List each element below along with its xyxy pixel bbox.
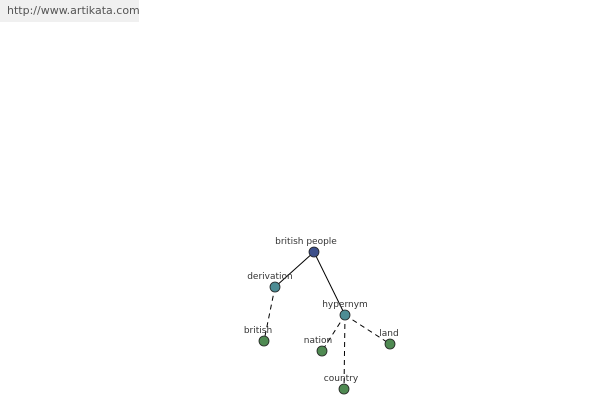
node-hypernym[interactable] [339,309,351,321]
node-label-nation: nation [304,336,332,346]
node-label-country: country [324,374,359,384]
node-root[interactable] [308,246,320,258]
node-label-derivation: derivation [247,272,293,282]
node-label-british: british [244,326,272,336]
node-derivation[interactable] [269,281,281,293]
node-country[interactable] [338,383,350,395]
graph-labels: british people derivation hypernym briti… [244,237,399,384]
node-label-hypernym: hypernym [322,300,368,310]
edge-hypernym-country [343,314,346,390]
graph-nodes [258,246,396,395]
node-land[interactable] [384,338,396,350]
node-nation[interactable] [316,345,328,357]
edge-derivation-british [263,286,276,342]
edge-root-hypernym [313,251,346,316]
node-label-root: british people [275,237,337,247]
edge-root-derivation [274,251,315,288]
node-british[interactable] [258,335,270,347]
edge-hypernym-nation [321,314,346,352]
source-url-link[interactable]: http://www.artikata.com [0,0,140,22]
node-label-land: land [379,329,398,339]
graph-edges [263,251,391,390]
